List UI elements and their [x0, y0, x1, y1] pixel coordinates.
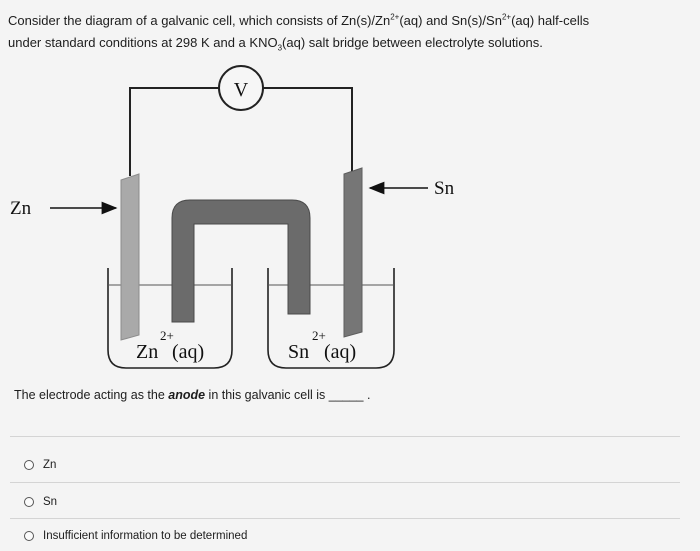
zinc-electrode: [120, 173, 140, 341]
question-line-2: under standard conditions at 298 K and a…: [8, 32, 688, 54]
question-part: (aq) and Sn(s)/Sn: [399, 13, 502, 28]
option-zn[interactable]: Zn: [24, 459, 56, 471]
question-part: (aq) salt bridge between electrolyte sol…: [282, 35, 543, 50]
tin-ion-symbol: Sn: [288, 341, 309, 363]
question-text: Consider the diagram of a galvanic cell,…: [8, 10, 688, 54]
tin-ion-charge: 2+: [312, 328, 326, 343]
option-label: Insufficient information to be determine…: [43, 530, 248, 542]
zinc-solution-label: Zn 2+ (aq): [136, 328, 204, 363]
question-line-1: Consider the diagram of a galvanic cell,…: [8, 10, 688, 32]
tin-ion-state: (aq): [324, 341, 356, 363]
option-sn[interactable]: Sn: [24, 496, 57, 508]
right-beaker: [267, 268, 395, 369]
question-part: (aq) half-cells: [511, 13, 590, 28]
zinc-ion-symbol: Zn: [136, 341, 158, 363]
charge-superscript: 2+: [501, 12, 512, 22]
zinc-ion-state: (aq): [172, 341, 204, 363]
option-insufficient[interactable]: Insufficient information to be determine…: [24, 530, 247, 542]
radio-button[interactable]: [24, 497, 34, 507]
prompt-emphasis: anode: [168, 388, 206, 402]
tin-label: Sn: [434, 178, 455, 199]
left-beaker: [107, 268, 233, 369]
question-part: Consider the diagram of a galvanic cell,…: [8, 13, 391, 28]
prompt-text: in this galvanic cell is _____ .: [205, 388, 371, 402]
separator: [10, 436, 680, 437]
external-wire: [129, 87, 219, 176]
radio-button[interactable]: [24, 531, 34, 541]
question-part: under standard conditions at 298 K and a…: [8, 35, 278, 50]
tin-electrode: [343, 167, 363, 338]
salt-bridge: [171, 199, 311, 323]
option-label: Sn: [43, 496, 58, 508]
separator: [10, 482, 680, 483]
subscript: 3: [277, 43, 283, 53]
voltmeter: V: [218, 65, 264, 111]
question-prompt: The electrode acting as the anode in thi…: [14, 388, 370, 402]
prompt-text: The electrode acting as the: [14, 388, 169, 402]
zinc-ion-charge: 2+: [160, 328, 174, 343]
voltmeter-label: V: [234, 79, 249, 101]
external-wire: [263, 87, 353, 176]
option-label: Zn: [43, 459, 57, 471]
zinc-label: Zn: [10, 198, 32, 219]
separator: [10, 518, 680, 519]
tin-solution-label: Sn 2+ (aq): [288, 328, 356, 363]
charge-superscript: 2+: [390, 12, 400, 22]
radio-button[interactable]: [24, 460, 34, 470]
